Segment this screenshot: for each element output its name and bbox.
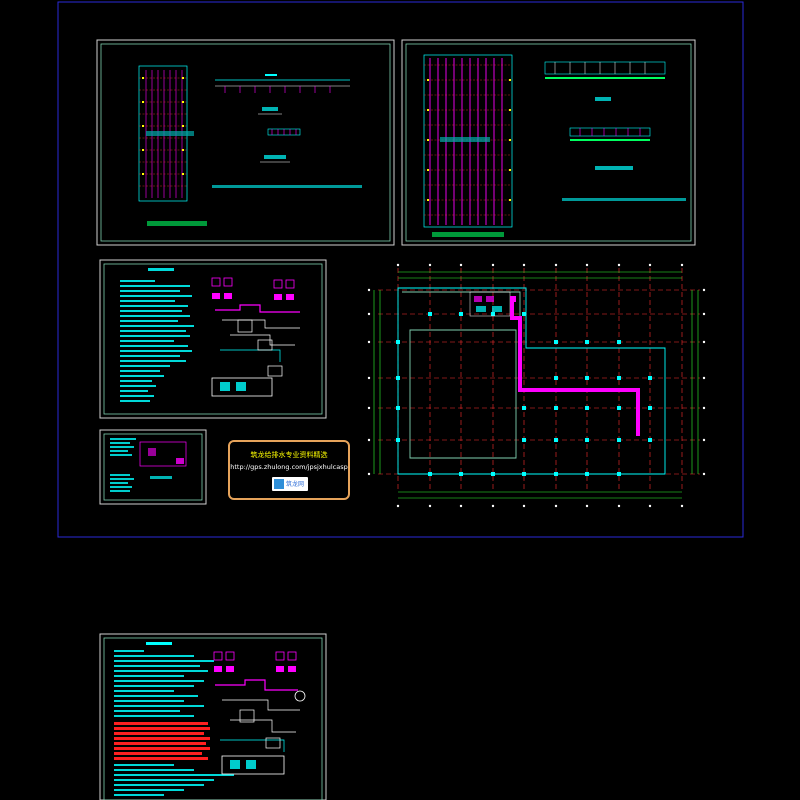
sheet-small-equipment [99, 429, 207, 505]
section-drawing-3 [544, 61, 666, 101]
sheet-pipe-layout-plan [367, 263, 706, 508]
axis-grid [378, 268, 700, 490]
system-schematic-1 [211, 277, 300, 397]
building-outline [397, 287, 666, 475]
wide-heating-plan [423, 54, 513, 237]
logo-text: 筑龙网 [286, 481, 305, 488]
system-schematic-2 [213, 651, 306, 775]
dimension-lines [373, 271, 699, 499]
section-drawing-2 [260, 128, 301, 163]
structural-columns [396, 312, 652, 476]
notes-text-block [120, 268, 194, 402]
section-drawing-4 [569, 127, 651, 170]
sheet-system-diagram-notes-red [99, 633, 327, 800]
zhulong-logo: 筑龙网 [272, 477, 308, 491]
heating-pipe-route [510, 298, 640, 436]
section-drawing-1 [215, 74, 350, 115]
promo-banner[interactable]: 筑龙给排水专业资料精选 http://gps.zhulong.com/jpsjx… [228, 440, 350, 500]
narrow-heating-plan [138, 65, 207, 226]
sheet-floor-heating-plan-wide [401, 39, 696, 246]
axis-bubbles [367, 263, 706, 508]
sheet-floor-heating-plan-narrow [96, 39, 395, 246]
notes-text-block-red [114, 642, 234, 796]
sheet-system-diagram-notes [99, 259, 327, 419]
outer-drawing-frame [57, 1, 744, 538]
equipment-room [469, 291, 511, 317]
promo-url-link[interactable]: http://gps.zhulong.com/jpsjxhulcasp [230, 463, 348, 471]
promo-title: 筑龙给排水专业资料精选 [250, 451, 328, 459]
logo-mark-icon [274, 479, 284, 489]
